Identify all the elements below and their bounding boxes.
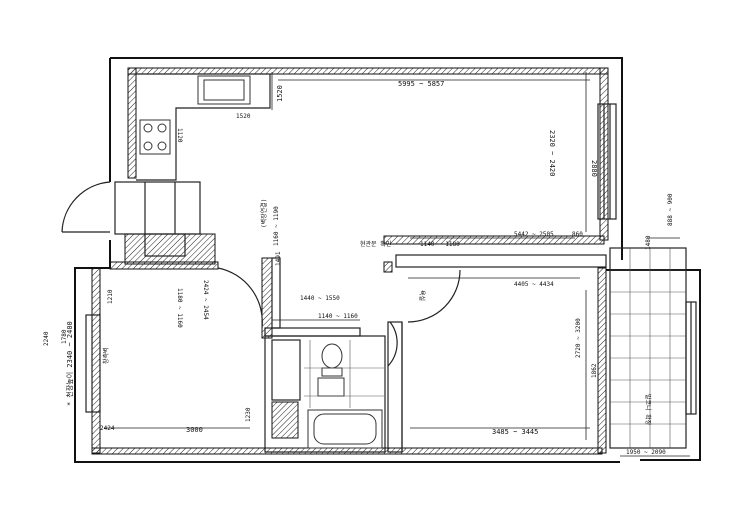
wall-right-lower — [597, 267, 607, 454]
label-left-room-bottom: 3000 — [186, 426, 203, 434]
label-mid-dim2: 1491 — [275, 251, 282, 266]
sink — [197, 75, 251, 105]
entry-closet — [114, 181, 216, 265]
wall-top — [127, 67, 609, 75]
label-left-room-h: 1230 — [245, 407, 252, 422]
label-left-window: 창측벽 — [102, 347, 110, 364]
label-balcony-small: 1480 — [645, 235, 652, 250]
label-room-right-small: 1862 — [591, 363, 598, 378]
label-top-span: 5995 ~ 5857 — [398, 80, 444, 88]
label-corridor-dim: 4405 ~ 4434 — [514, 281, 554, 288]
label-bath-dim: 1140 ~ 1160 — [318, 313, 358, 320]
label-bottom-right: 3485 ~ 3445 — [492, 428, 538, 436]
balcony — [609, 247, 687, 449]
label-room-right-h: 2720 ~ 3200 — [575, 318, 582, 358]
label-left-room-vert: 1210 — [107, 289, 114, 304]
label-kitchen-depth: 1120 — [176, 128, 183, 143]
label-left-window-dim: 2240 — [43, 331, 50, 346]
wall-kitchen-left — [127, 67, 137, 179]
wall-bottom — [91, 447, 603, 455]
dimension-labels: 5995 ~ 5857 1520 1520 1120 2320 ~ 2420 2… — [43, 80, 674, 456]
label-top-left-vert: 1520 — [276, 85, 284, 102]
label-mid-dim: 1440 ~ 1550 — [300, 295, 340, 302]
hall-doors — [217, 267, 461, 367]
label-kitchen-small: 1520 — [236, 113, 251, 120]
label-bath-label: 욕실 — [418, 290, 426, 301]
label-mid-right-small: 860 — [572, 231, 583, 238]
window-balcony — [685, 301, 697, 415]
bathroom — [264, 335, 386, 453]
outer-walls — [74, 57, 701, 463]
toilet — [321, 343, 343, 369]
label-mid-right: 5442 ~ 2505 — [514, 231, 554, 238]
entry-door — [61, 181, 111, 233]
label-entry-dim: 2424 ~ 2454 — [202, 280, 209, 320]
cooktop — [139, 119, 171, 155]
label-right-height: 2880 — [590, 160, 598, 177]
window-left-room — [85, 314, 101, 413]
washbasin — [317, 377, 345, 397]
label-left-room-h2: 2424 — [100, 425, 115, 432]
window-right-upper — [597, 103, 617, 220]
label-balcony-note: 발코니 확장 — [644, 394, 652, 426]
label-hall-vert: 1160 ~ 1190 — [273, 206, 280, 246]
label-small-right: 1140 ~ 1180 — [420, 241, 460, 248]
label-entry-note: (벽장연결) — [260, 199, 268, 228]
label-entry-dim2: 1180 ~ 1160 — [176, 288, 183, 328]
bathtub — [307, 409, 383, 449]
wall-left-room — [91, 267, 101, 454]
label-right-height2: 2320 ~ 2420 — [548, 130, 556, 176]
dimension-lines — [104, 72, 690, 457]
label-left-outer: 1780 — [61, 329, 68, 344]
interior-walls — [109, 235, 607, 453]
label-door-note: 현관문 확인 — [360, 240, 391, 248]
footnote: * 천장높이 2340 ~ 2400 — [65, 321, 74, 406]
kitchen-counter — [136, 73, 271, 181]
label-balcony-dim: 888 ~ 900 — [667, 193, 674, 226]
label-balcony-bottom: 1950 ~ 2090 — [626, 449, 666, 456]
